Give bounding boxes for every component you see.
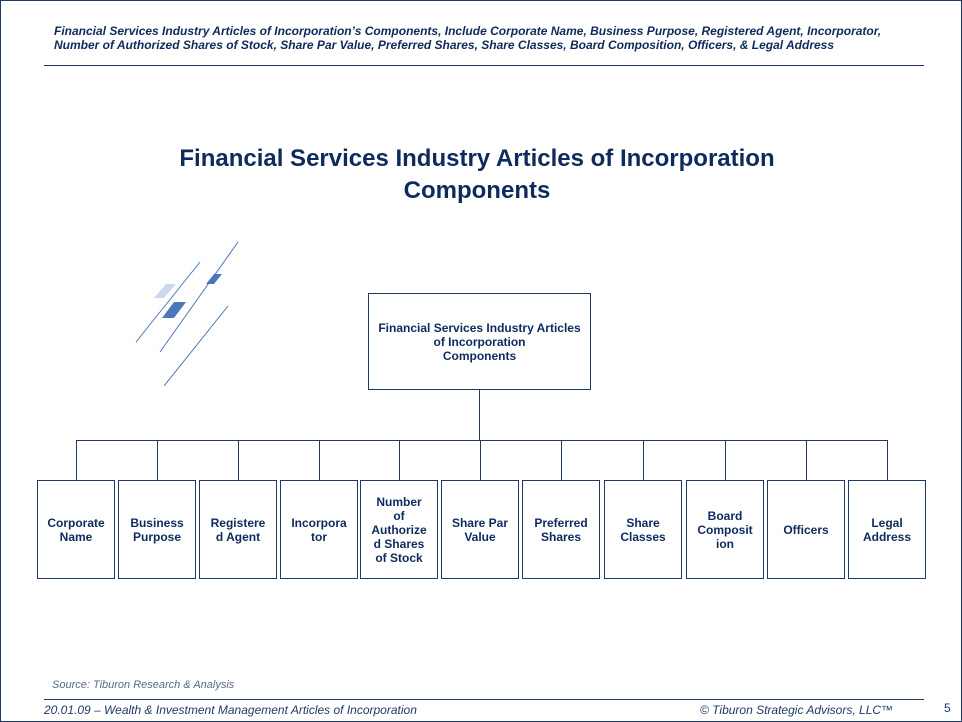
child-connector bbox=[887, 440, 888, 480]
child-node-line: Legal bbox=[871, 515, 903, 530]
header-divider bbox=[44, 65, 924, 66]
child-node-line: tor bbox=[311, 529, 327, 544]
page-number: 5 bbox=[944, 701, 951, 715]
child-connector bbox=[806, 440, 807, 480]
blue-diamond-shape bbox=[162, 302, 186, 318]
slide-title: Financial Services Industry Articles of … bbox=[0, 143, 954, 207]
root-line-1: Financial Services Industry Articles bbox=[378, 320, 581, 335]
root-node: Financial Services Industry Articles of … bbox=[368, 293, 591, 390]
child-node-line: Classes bbox=[620, 529, 666, 544]
child-connector bbox=[319, 440, 320, 480]
child-node-line: Number bbox=[376, 494, 422, 509]
title-line-2: Components bbox=[403, 177, 551, 204]
root-line-3: Components bbox=[442, 348, 517, 363]
child-node: Officers bbox=[767, 480, 845, 579]
child-connector bbox=[480, 440, 481, 480]
footer-left-text: 20.01.09 – Wealth & Investment Managemen… bbox=[44, 703, 417, 717]
slide-header: Financial Services Industry Articles of … bbox=[54, 24, 914, 52]
child-node-line: Address bbox=[862, 529, 912, 544]
child-connector bbox=[399, 440, 400, 480]
header-line-2: Number of Authorized Shares of Stock, Sh… bbox=[54, 38, 835, 52]
child-node-line: Shares bbox=[540, 529, 582, 544]
child-node-line: Corporate bbox=[47, 515, 105, 530]
source-note: Source: Tiburon Research & Analysis bbox=[52, 679, 235, 691]
title-line-1: Financial Services Industry Articles of … bbox=[179, 145, 775, 172]
child-node-line: Preferred bbox=[534, 515, 588, 530]
child-connector bbox=[643, 440, 644, 480]
light-diamond-shape bbox=[154, 284, 176, 298]
footer-divider bbox=[44, 699, 924, 700]
child-node-line: Share Par bbox=[451, 515, 509, 530]
child-connector bbox=[725, 440, 726, 480]
child-node-line: Composit bbox=[697, 522, 753, 537]
child-node-line: Authorize bbox=[371, 522, 427, 537]
small-diamond-shape bbox=[206, 274, 222, 284]
child-node-line: Registere bbox=[210, 515, 266, 530]
child-connector bbox=[561, 440, 562, 480]
child-connector bbox=[76, 440, 77, 480]
child-node-line: Purpose bbox=[132, 529, 181, 544]
child-node-line: of bbox=[393, 508, 405, 523]
root-line-2: of Incorporation bbox=[433, 334, 526, 349]
root-connector bbox=[479, 390, 480, 440]
child-node-line: d Agent bbox=[215, 529, 261, 544]
child-node-line: Incorpora bbox=[291, 515, 347, 530]
header-line-1: Financial Services Industry Articles of … bbox=[54, 24, 882, 38]
footer-copyright: © Tiburon Strategic Advisors, LLC™ bbox=[700, 703, 894, 717]
child-node-line: Name bbox=[59, 529, 93, 544]
child-node-line: Value bbox=[464, 529, 496, 544]
child-node-line: Board bbox=[707, 508, 743, 523]
child-node-line: Officers bbox=[783, 522, 829, 537]
child-connector bbox=[238, 440, 239, 480]
child-node-line: of Stock bbox=[375, 550, 423, 565]
branch-connector bbox=[76, 440, 888, 441]
child-connector bbox=[157, 440, 158, 480]
child-node-line: ion bbox=[716, 536, 734, 551]
child-node-line: Business bbox=[130, 515, 184, 530]
child-node-line: Share bbox=[626, 515, 660, 530]
decorative-lines-graphic bbox=[135, 241, 239, 387]
child-node-line: d Shares bbox=[373, 536, 425, 551]
